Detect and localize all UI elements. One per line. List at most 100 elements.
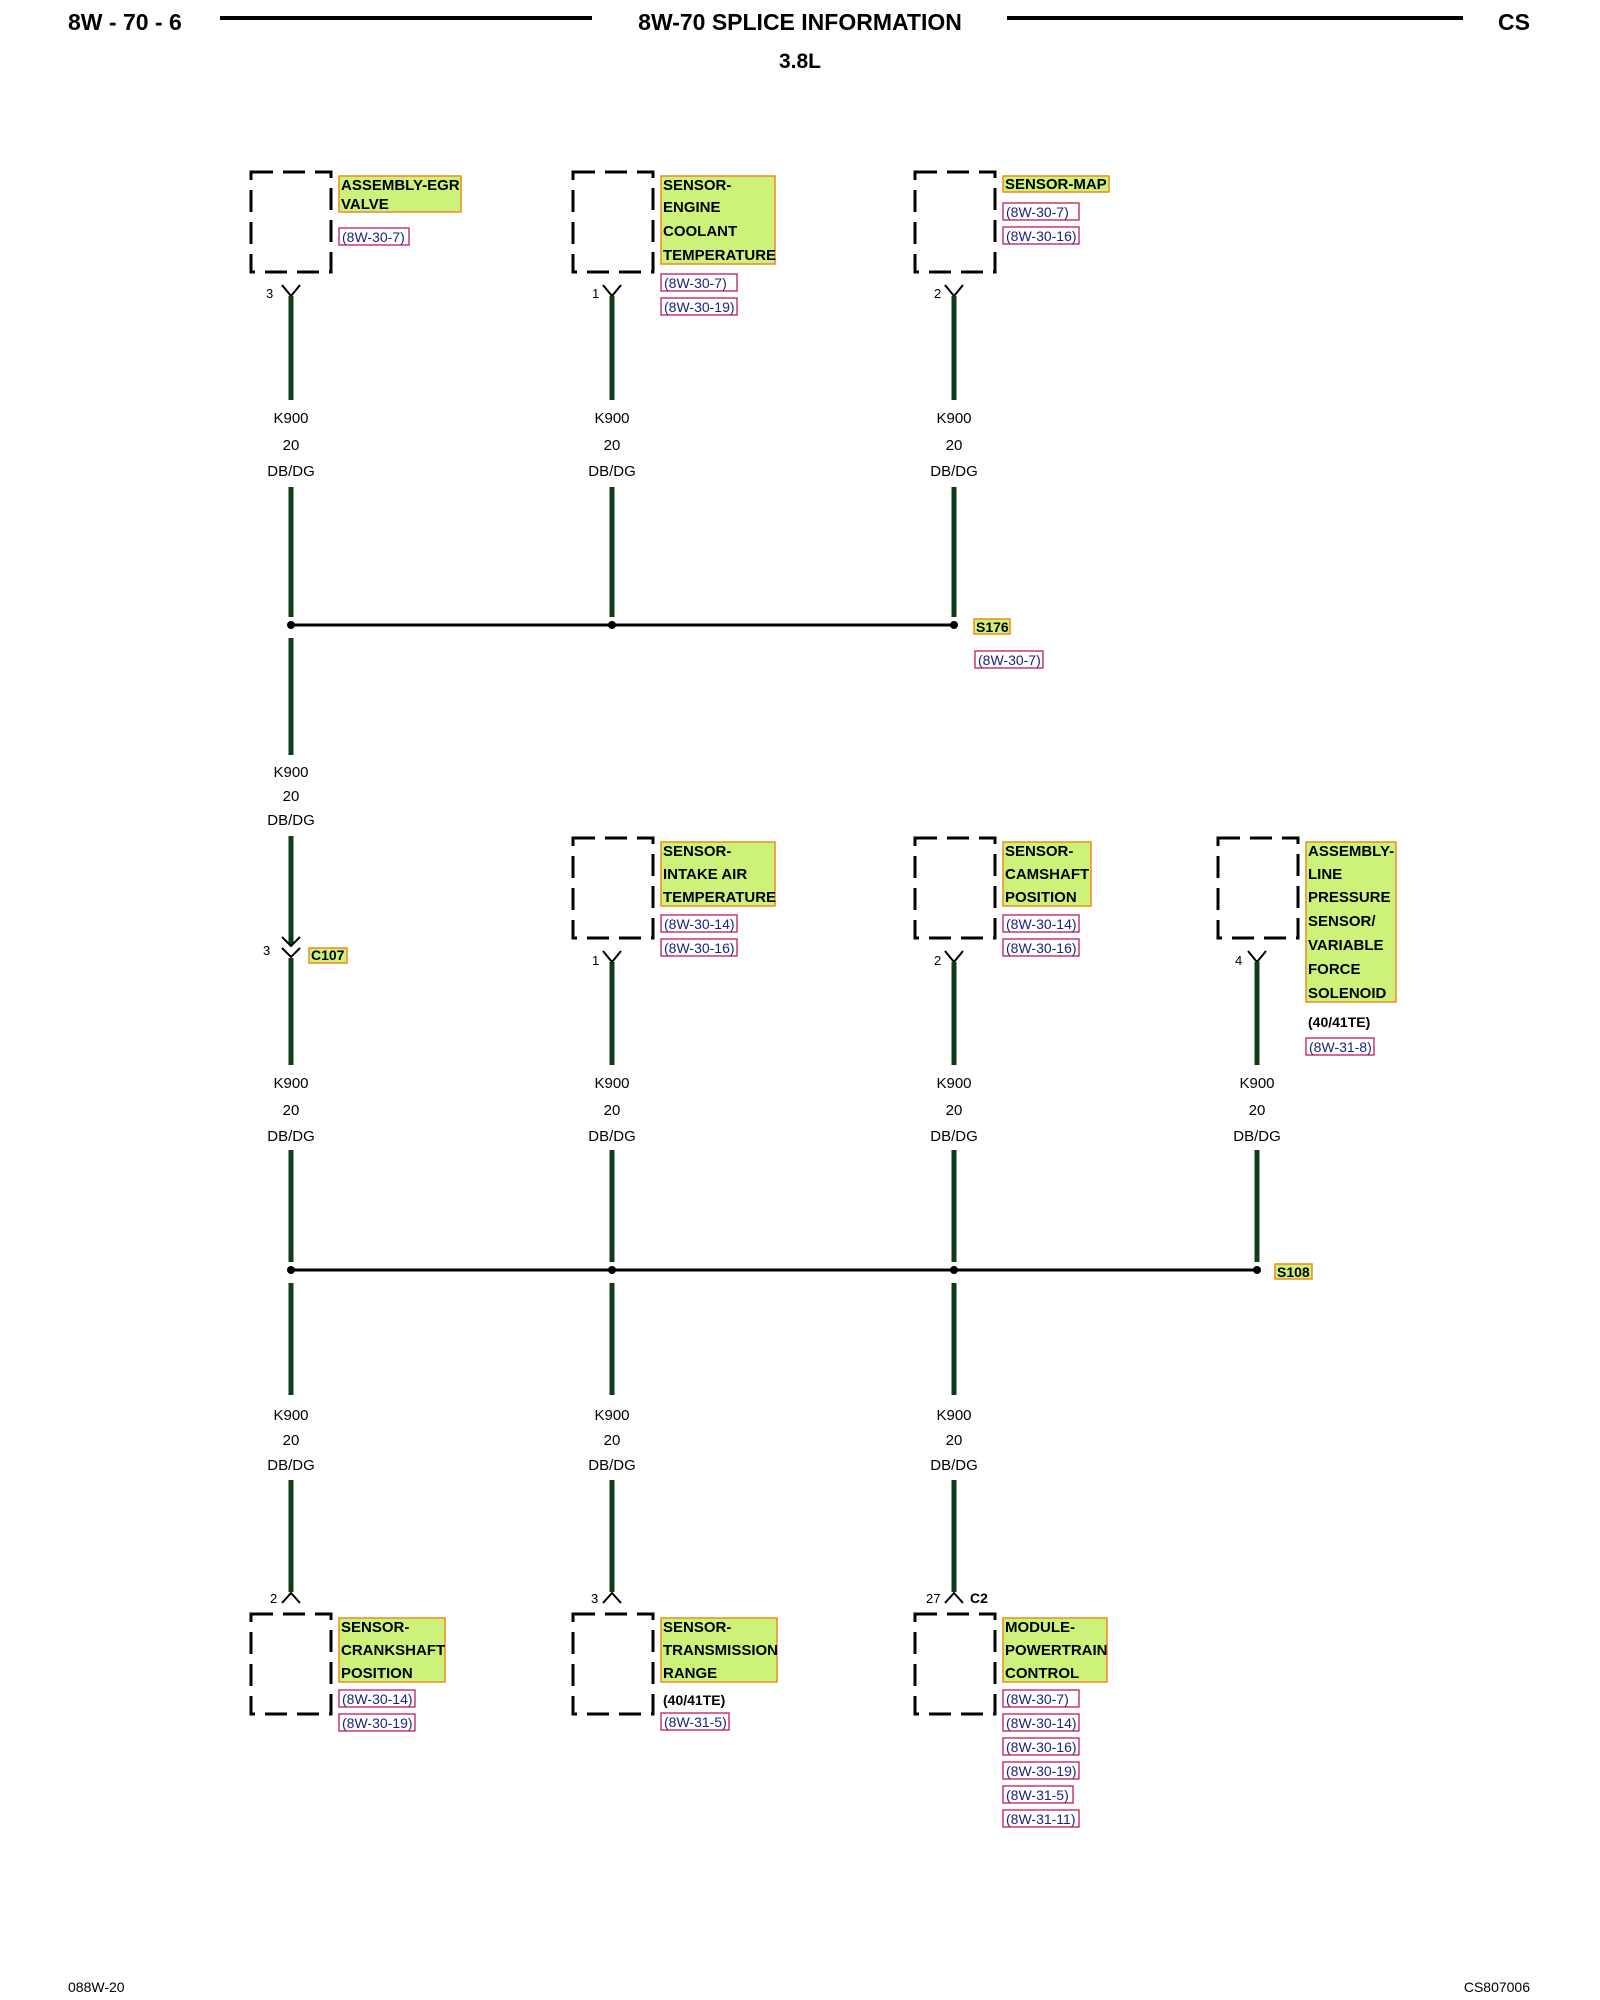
splice-node (608, 621, 616, 629)
lps-ref-1[interactable]: (8W-31-8) (1309, 1039, 1372, 1055)
s108-label: S108 (1277, 1264, 1310, 1280)
wire-color: DB/DG (930, 463, 978, 480)
wire-circuit: K900 (273, 410, 308, 427)
pcm-label-highlight (1002, 1617, 1108, 1683)
cmp-ref-1[interactable]: (8W-30-14) (1006, 916, 1077, 932)
iat-ref-box-1[interactable] (660, 914, 738, 933)
wire-circuit: K900 (594, 1407, 629, 1424)
pcm-ref-box-2[interactable] (1002, 1713, 1080, 1732)
splice-node (950, 621, 958, 629)
map-ref-box-2[interactable] (1002, 226, 1080, 245)
pcm-ref-2[interactable]: (8W-30-14) (1006, 1715, 1077, 1731)
c107-male (281, 936, 301, 948)
top-row-wires (288, 296, 957, 617)
wire-circuit: K900 (273, 764, 308, 781)
pcm-ref-6[interactable]: (8W-31-11) (1006, 1811, 1076, 1827)
component-egr-valve[interactable]: ASSEMBLY-EGR VALVE (8W-30-7) 3 (249, 170, 462, 301)
page-footer: 088W-20 CS807006 (68, 1979, 1530, 1995)
wire-color: DB/DG (1233, 1128, 1281, 1145)
splice-s176[interactable]: S176 (8W-30-7) (287, 618, 1044, 669)
pcm-ref-box-1[interactable] (1002, 1689, 1080, 1708)
map-ref-2[interactable]: (8W-30-16) (1006, 228, 1077, 244)
page-title: 8W-70 SPLICE INFORMATION (638, 9, 962, 35)
ckp-ref-box-2[interactable] (338, 1713, 416, 1732)
ect-ref-box-2[interactable] (660, 297, 738, 316)
pcm-ref-5[interactable]: (8W-31-5) (1006, 1787, 1069, 1803)
s176-ref[interactable]: (8W-30-7) (978, 652, 1041, 668)
trs-ref-1[interactable]: (8W-31-5) (664, 1714, 727, 1730)
vehicle-code: CS (1498, 9, 1530, 35)
egr-connector-female (281, 284, 301, 298)
map-outline (913, 170, 997, 274)
s176-ref-box[interactable] (974, 650, 1044, 669)
component-pcm-module[interactable]: 27 C2 MODULE- POWERTRAIN CONTROL (8W-30-… (913, 1590, 1108, 1828)
wire-color: DB/DG (267, 463, 315, 480)
wire-circuit: K900 (936, 410, 971, 427)
splice-node (950, 1266, 958, 1274)
ckp-ref-2[interactable]: (8W-30-19) (342, 1715, 413, 1731)
splice-s108[interactable]: S108 (287, 1263, 1313, 1280)
lps-note: (40/41TE) (1308, 1014, 1370, 1030)
c107-female (281, 947, 301, 959)
ect-ref-1[interactable]: (8W-30-7) (664, 275, 727, 291)
trs-ref-box-1[interactable] (660, 1712, 730, 1731)
component-map-sensor[interactable]: SENSOR-MAP (8W-30-7) (8W-30-16) 2 (913, 170, 1110, 301)
map-ref-box-1[interactable] (1002, 202, 1080, 221)
egr-ref-1[interactable]: (8W-30-7) (342, 229, 405, 245)
component-line-pressure-sensor[interactable]: ASSEMBLY- LINE PRESSURE SENSOR/ VARIABLE… (1216, 836, 1397, 1056)
pcm-connector-label: C2 (970, 1590, 988, 1606)
cmp-ref-box-1[interactable] (1002, 914, 1080, 933)
pcm-pin: 27 (926, 1591, 940, 1606)
ect-label-1: SENSOR- (663, 177, 731, 194)
wire-label-low-3: K900 20 DB/DG (930, 1407, 978, 1474)
wire-circuit: K900 (594, 1075, 629, 1092)
connector-c107[interactable]: 3 C107 (263, 936, 348, 964)
lps-outline (1216, 836, 1300, 940)
footer-right-code: CS807006 (1464, 1979, 1530, 1995)
map-ref-1[interactable]: (8W-30-7) (1006, 204, 1069, 220)
ckp-label-highlight (338, 1617, 446, 1683)
component-cmp-sensor[interactable]: SENSOR- CAMSHAFT POSITION (8W-30-14) (8W… (913, 836, 1092, 968)
pcm-ref-4[interactable]: (8W-30-19) (1006, 1763, 1077, 1779)
pcm-ref-1[interactable]: (8W-30-7) (1006, 1691, 1069, 1707)
ckp-ref-box-1[interactable] (338, 1689, 416, 1708)
ect-ref-2[interactable]: (8W-30-19) (664, 299, 735, 315)
cmp-ref-2[interactable]: (8W-30-16) (1006, 940, 1077, 956)
iat-ref-2[interactable]: (8W-30-16) (664, 940, 735, 956)
ckp-label-2: CRANKSHAFT (341, 1642, 445, 1659)
component-ckp-sensor[interactable]: 2 SENSOR- CRANKSHAFT POSITION (8W-30-14)… (249, 1591, 446, 1732)
iat-ref-box-2[interactable] (660, 938, 738, 957)
cmp-ref-box-2[interactable] (1002, 938, 1080, 957)
iat-ref-1[interactable]: (8W-30-14) (664, 916, 735, 932)
wire-label-map: K900 20 DB/DG (930, 410, 978, 480)
pcm-ref-box-3[interactable] (1002, 1737, 1080, 1756)
component-iat-sensor[interactable]: SENSOR- INTAKE AIR TEMPERATURE (8W-30-14… (571, 836, 776, 968)
map-pin: 2 (934, 286, 941, 301)
map-label-1: SENSOR-MAP (1005, 176, 1107, 193)
wire-circuit: K900 (1239, 1075, 1274, 1092)
pcm-ref-3[interactable]: (8W-30-16) (1006, 1739, 1077, 1755)
page-header: 8W - 70 - 6 8W-70 SPLICE INFORMATION CS … (68, 9, 1530, 73)
iat-label-1: SENSOR- (663, 843, 731, 860)
component-trs-sensor[interactable]: 3 SENSOR- TRANSMISSION RANGE (40/41TE) (… (571, 1591, 778, 1731)
wire-color: DB/DG (267, 812, 315, 829)
lps-ref-box-1[interactable] (1305, 1037, 1375, 1056)
pcm-ref-box-4[interactable] (1002, 1761, 1080, 1780)
egr-outline (249, 170, 333, 274)
ect-label-3: COOLANT (663, 223, 737, 240)
component-ect-sensor[interactable]: SENSOR- ENGINE COOLANT TEMPERATURE (8W-3… (571, 170, 776, 316)
page-number: 8W - 70 - 6 (68, 9, 182, 35)
pcm-ref-box-6[interactable] (1002, 1809, 1080, 1828)
lps-label-3: PRESSURE (1308, 889, 1391, 906)
wire-label-egr: K900 20 DB/DG (267, 410, 315, 480)
pcm-ref-box-5[interactable] (1002, 1785, 1074, 1804)
ect-ref-box-1[interactable] (660, 273, 738, 292)
wire-gauge: 20 (604, 437, 621, 454)
egr-label-1: ASSEMBLY-EGR (341, 177, 460, 194)
c107-label: C107 (311, 947, 345, 963)
splice-node (608, 1266, 616, 1274)
ect-pin: 1 (592, 286, 599, 301)
egr-ref-box[interactable] (338, 227, 410, 246)
ckp-ref-1[interactable]: (8W-30-14) (342, 1691, 413, 1707)
